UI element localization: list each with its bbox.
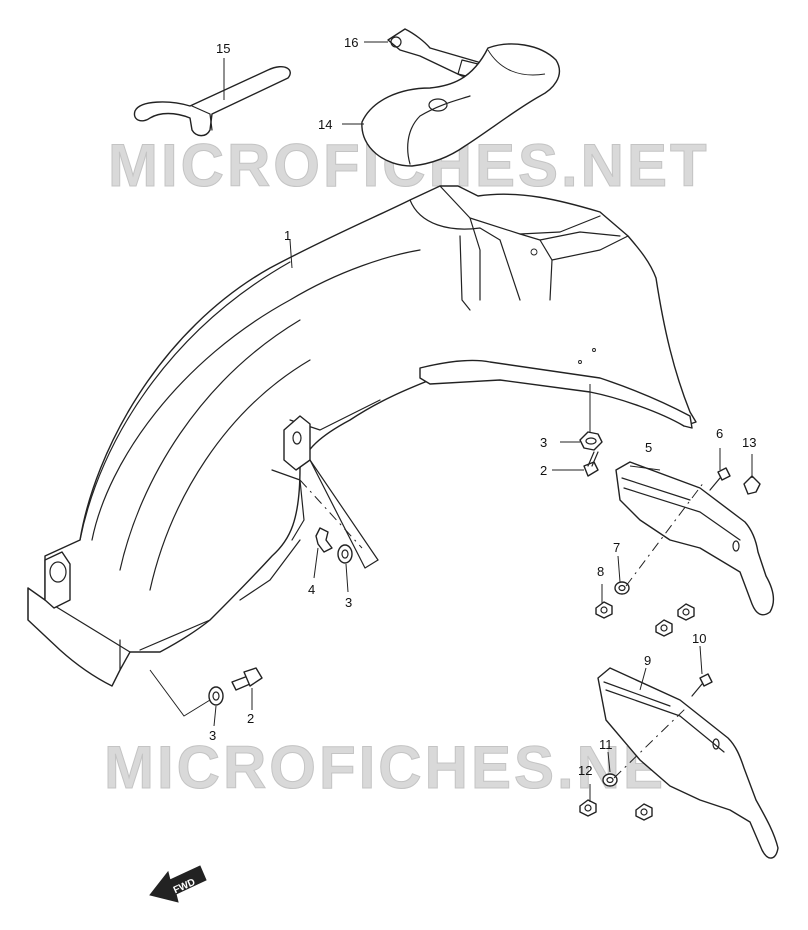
- part-2-bolt-lower: [231, 667, 263, 691]
- part-nut-b: [677, 603, 695, 621]
- callout-2-upper: 2: [540, 463, 547, 478]
- part-8-nut: [595, 601, 613, 619]
- part-5-bracket: [615, 461, 775, 616]
- part-12-nut: [579, 799, 597, 817]
- callout-2-lower: 2: [247, 711, 254, 726]
- callout-9: 9: [644, 653, 651, 668]
- callout-5: 5: [645, 440, 652, 455]
- callout-8: 8: [597, 564, 604, 579]
- part-11-washer: [602, 773, 618, 787]
- callout-3-mid: 3: [345, 595, 352, 610]
- callout-3-upper: 3: [540, 435, 547, 450]
- part-nut-c: [635, 803, 653, 821]
- callout-1: 1: [284, 228, 291, 243]
- part-13-clip: [743, 475, 761, 495]
- callout-3-lower: 3: [209, 728, 216, 743]
- watermark-bottom: MICROFICHES.NET: [104, 734, 706, 801]
- callout-11: 11: [599, 737, 613, 752]
- callout-7: 7: [613, 540, 620, 555]
- part-3-nut-mid: [337, 544, 353, 564]
- callout-16: 16: [344, 35, 358, 50]
- callout-14: 14: [318, 117, 332, 132]
- part-14-tool-bag: [361, 43, 561, 167]
- part-nut-a: [655, 619, 673, 637]
- part-15-wrench: [133, 66, 291, 137]
- part-9-bracket: [597, 667, 779, 859]
- callout-10: 10: [692, 631, 706, 646]
- part-1-rear-fender: [27, 185, 697, 687]
- callout-4: 4: [308, 582, 315, 597]
- part-3-nut-upper: [579, 431, 603, 451]
- part-3-washer-lower: [208, 686, 224, 706]
- callout-6: 6: [716, 426, 723, 441]
- callout-15: 15: [216, 41, 230, 56]
- part-6-screw: [709, 467, 731, 491]
- callout-13: 13: [742, 435, 756, 450]
- part-4-bolt: [315, 527, 333, 553]
- part-7-washer: [614, 581, 630, 595]
- fwd-arrow-icon: FWD: [149, 865, 207, 903]
- part-9-center-line: [613, 707, 687, 779]
- part-2-bolt-upper: [583, 451, 599, 477]
- callout-12: 12: [578, 763, 592, 778]
- part-10-screw: [691, 673, 713, 697]
